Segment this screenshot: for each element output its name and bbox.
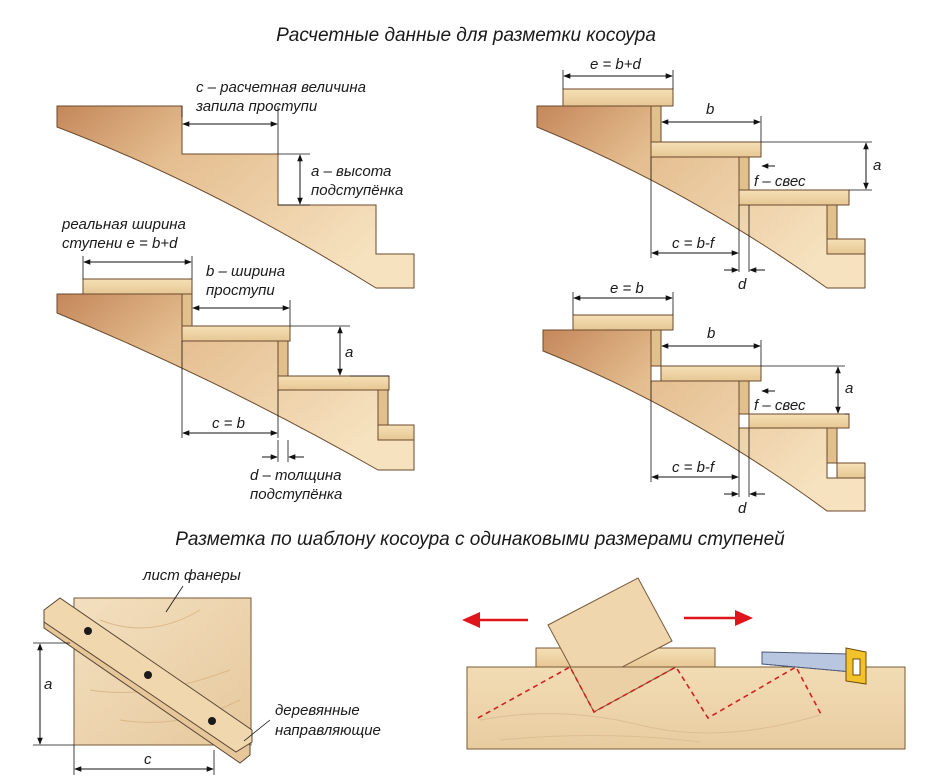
top-title: Расчетные данные для разметки косоура xyxy=(276,25,656,46)
label-c-bf-3: c = b-f xyxy=(672,235,716,252)
screw-1 xyxy=(84,627,92,635)
label-a-height-line2: подступёнка xyxy=(311,182,403,199)
label-plywood: лист фанеры xyxy=(142,567,241,584)
label-c-template: c xyxy=(144,751,152,768)
label-a-4: a xyxy=(845,380,853,397)
label-guides-line1: деревянные xyxy=(275,702,360,719)
screw-2 xyxy=(144,671,152,679)
label-f-overhang-4: f – свес xyxy=(754,397,806,414)
riser-3a xyxy=(650,105,662,143)
riser-4c xyxy=(826,427,838,464)
label-f-overhang-3: f – свес xyxy=(754,173,806,190)
tread-3b xyxy=(650,141,762,158)
tread-4b xyxy=(660,365,762,382)
label-guides-line2: направляющие xyxy=(275,722,381,739)
stringer-diagram-1: c – расчетная величина запила проступи a… xyxy=(56,79,415,289)
screw-3 xyxy=(208,717,216,725)
stringer-diagram-3: e = b+d b a f – свес c = b-f d xyxy=(536,56,881,293)
label-a-height-line1: a – высота xyxy=(311,163,391,180)
label-d-3: d xyxy=(738,276,747,293)
label-b-3: b xyxy=(706,101,714,118)
tread-2c xyxy=(277,375,390,391)
tread-4d xyxy=(836,462,866,479)
label-b-4: b xyxy=(707,325,715,342)
tread-2a xyxy=(82,278,193,295)
arrow-left-icon xyxy=(462,612,528,628)
stringer-1-body xyxy=(56,105,415,289)
label-real-width-line1: реальная ширина xyxy=(61,216,186,233)
label-d-thick-line2: подступёнка xyxy=(250,486,342,503)
label-a-2: a xyxy=(345,344,353,361)
riser-3b xyxy=(738,156,750,191)
arrow-right-icon xyxy=(684,610,753,626)
riser-4b xyxy=(738,380,750,415)
beam xyxy=(466,666,906,750)
tread-3c xyxy=(738,189,850,206)
label-d-thick-line1: d – толщина xyxy=(250,467,342,484)
label-a-template: a xyxy=(44,676,52,693)
stringer-diagram-4: e = b b a f – свес c = b-f d xyxy=(542,280,866,517)
label-e-b: e = b xyxy=(610,280,644,297)
tread-4c xyxy=(748,413,850,429)
stringer-diagram-2: реальная ширина ступени e = b+d b – шири… xyxy=(56,216,415,503)
label-c-eq-b: c = b xyxy=(212,415,245,432)
label-d-4: d xyxy=(738,500,747,517)
label-b-width-line1: b – ширина xyxy=(206,263,285,280)
beam-marking-diagram xyxy=(462,577,906,750)
label-c-bf-4: c = b-f xyxy=(672,459,716,476)
riser-4a xyxy=(650,329,662,367)
bottom-title: Разметка по шаблону косоура с одинаковым… xyxy=(175,529,785,550)
label-real-width-line2: ступени e = b+d xyxy=(62,235,178,252)
tread-3d xyxy=(826,238,866,255)
label-a-3: a xyxy=(873,157,881,174)
plywood-template-diagram: лист фанеры деревянные направляющие a c xyxy=(33,567,381,775)
riser-3c xyxy=(826,204,838,240)
label-e-bd: e = b+d xyxy=(590,56,642,73)
label-c-calc-line2: запила проступи xyxy=(195,98,318,115)
tread-3a xyxy=(562,88,674,107)
saw-icon xyxy=(761,647,867,685)
label-b-width-line2: проступи xyxy=(206,282,275,299)
label-c-calc-line1: c – расчетная величина xyxy=(196,79,366,96)
tread-2b xyxy=(181,325,291,342)
tread-2d xyxy=(377,424,415,441)
tread-4a xyxy=(572,314,674,331)
